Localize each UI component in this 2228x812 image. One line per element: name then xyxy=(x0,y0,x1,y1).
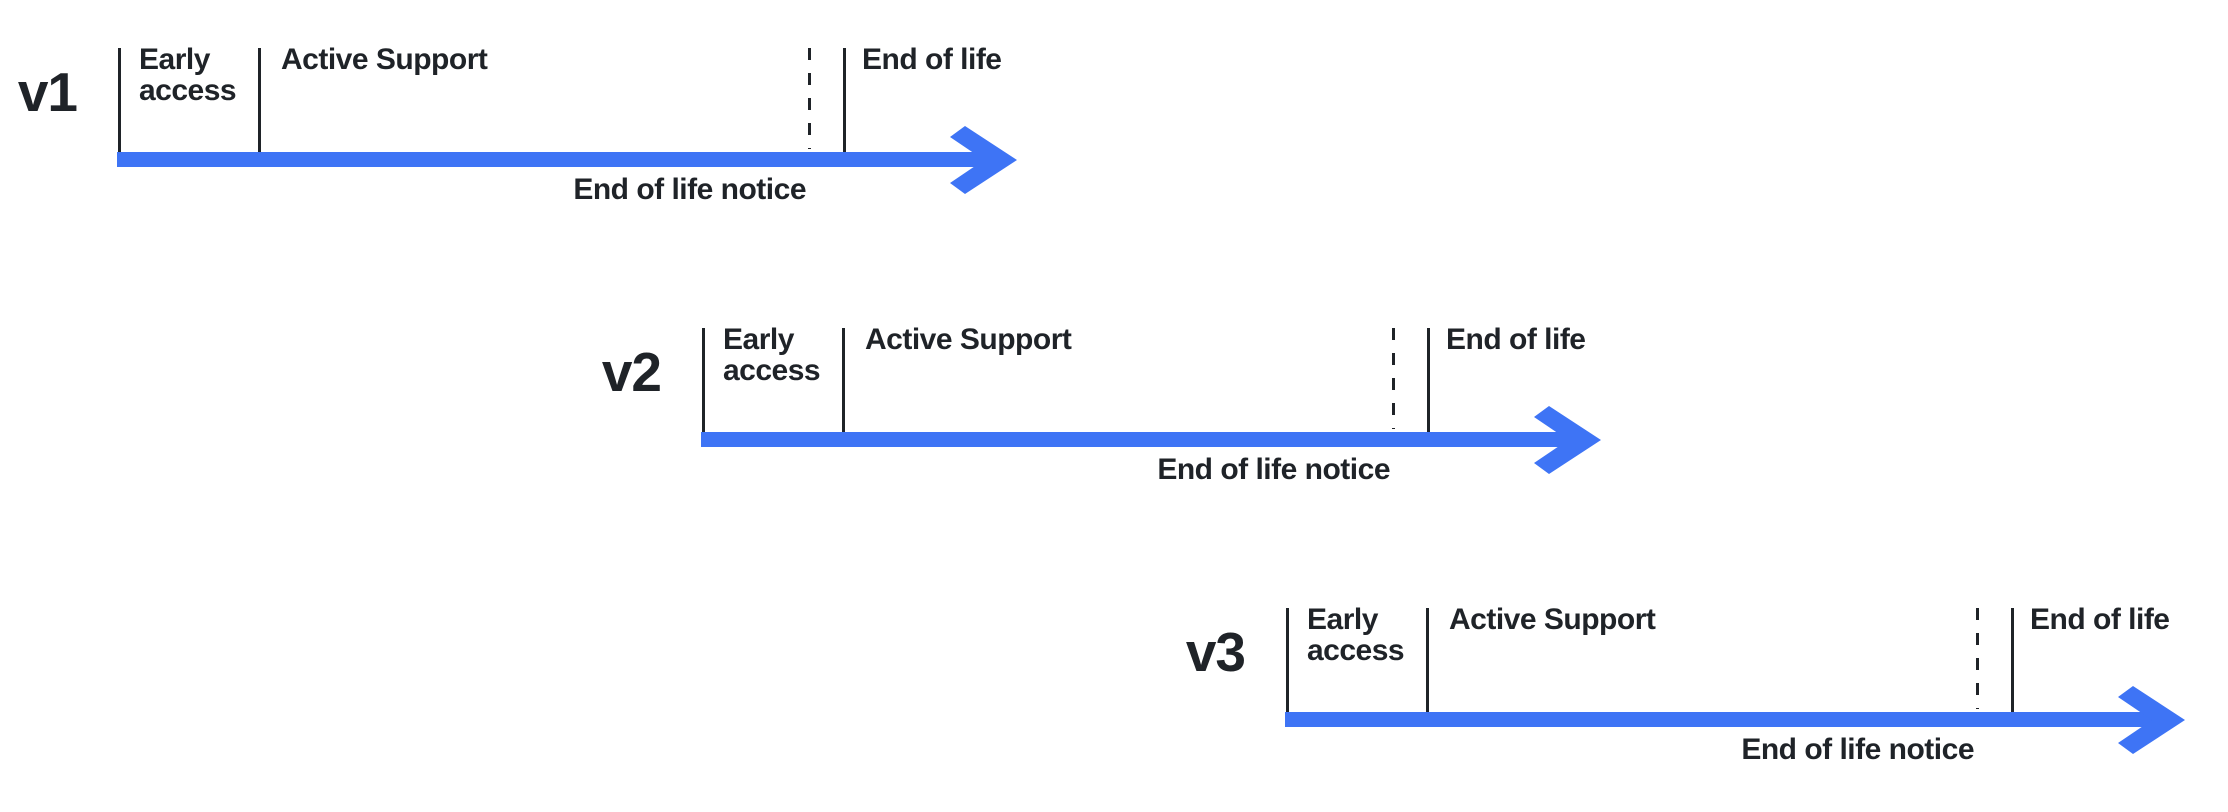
timeline-bar xyxy=(701,432,1570,447)
early-access-label: Early access xyxy=(1307,603,1405,667)
version-label: v1 xyxy=(17,61,78,123)
active-support-start-tick xyxy=(842,328,845,432)
timeline-bar xyxy=(117,152,986,167)
active-support-start-tick xyxy=(1426,608,1429,712)
end-of-life-notice-dashed-line xyxy=(1392,328,1395,429)
timeline-bar xyxy=(1285,712,2154,727)
active-support-label: Active Support xyxy=(1449,603,1656,636)
end-of-life-notice-label: End of life notice xyxy=(1741,733,1974,766)
end-of-life-label: End of life xyxy=(1446,323,1586,356)
end-of-life-label: End of life xyxy=(2030,603,2170,636)
end-of-life-tick xyxy=(843,48,846,152)
active-support-start-tick xyxy=(258,48,261,152)
timeline-row-v3: v3 Early access Active Support End of li… xyxy=(1126,580,2228,770)
timeline-arrow xyxy=(701,406,1601,474)
early-access-label: Early access xyxy=(723,323,821,387)
timeline-row-v1: v1 Early access Active Support End of li… xyxy=(0,20,1060,210)
timeline-row-v2: v2 Early access Active Support End of li… xyxy=(542,300,1644,490)
end-of-life-notice-dashed-line xyxy=(808,48,811,149)
version-label: v3 xyxy=(1185,621,1246,683)
active-support-label: Active Support xyxy=(865,323,1072,356)
end-of-life-tick xyxy=(1427,328,1430,432)
end-of-life-notice-label: End of life notice xyxy=(1157,453,1390,486)
early-access-start-tick xyxy=(1286,608,1289,712)
end-of-life-notice-dashed-line xyxy=(1976,608,1979,709)
timeline-arrow xyxy=(1285,686,2185,754)
timeline-arrow xyxy=(117,126,1017,194)
end-of-life-notice-label: End of life notice xyxy=(573,173,806,206)
end-of-life-tick xyxy=(2011,608,2014,712)
arrowhead-icon xyxy=(1534,406,1601,474)
early-access-start-tick xyxy=(702,328,705,432)
early-access-label: Early access xyxy=(139,43,237,107)
active-support-label: Active Support xyxy=(281,43,488,76)
arrowhead-icon xyxy=(2118,686,2185,754)
arrowhead-icon xyxy=(950,126,1017,194)
early-access-start-tick xyxy=(118,48,121,152)
version-label: v2 xyxy=(601,341,662,403)
end-of-life-label: End of life xyxy=(862,43,1002,76)
